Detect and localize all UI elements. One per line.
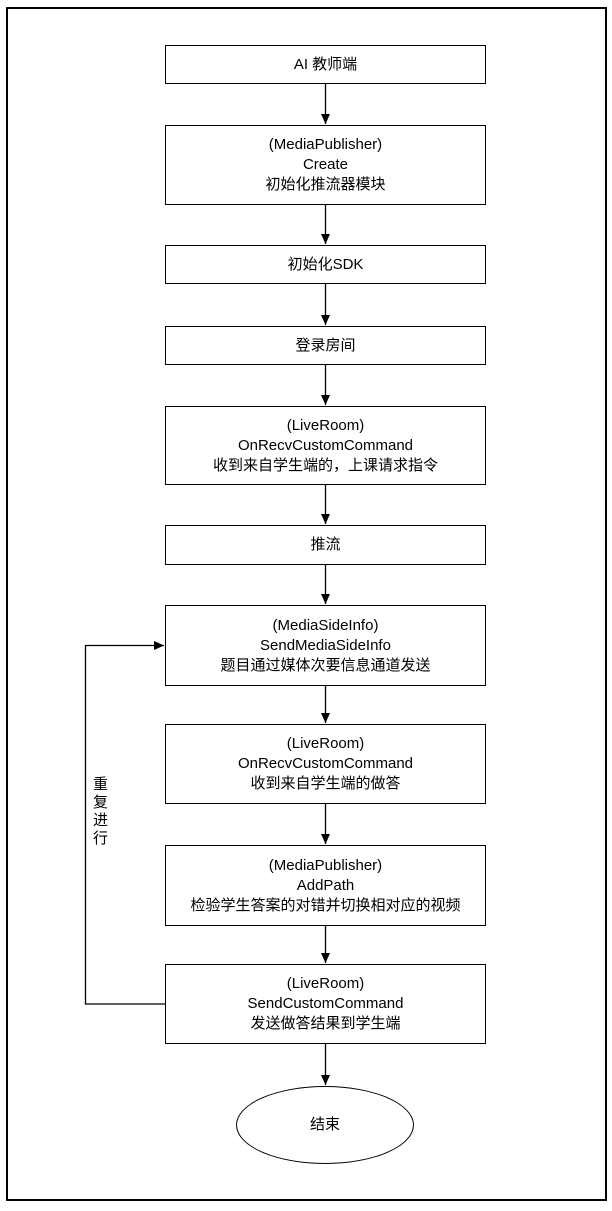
node-login-room-label: 登录房间 [295, 336, 356, 354]
node-add-path-label: (MediaPublisher) AddPath 检验学生答案的对错并切换相对应… [190, 856, 461, 914]
node-end-terminal-label: 结束 [309, 1116, 340, 1133]
node-send-result: (LiveRoom) SendCustomCommand 发送做答结果到学生端 [165, 964, 486, 1044]
loop-repeat-label: 重复进行 [91, 776, 108, 848]
node-init-sdk: 初始化SDK [165, 245, 486, 284]
node-send-result-label: (LiveRoom) SendCustomCommand 发送做答结果到学生端 [247, 975, 404, 1032]
node-recv-class-request: (LiveRoom) OnRecvCustomCommand 收到来自学生端的，… [165, 406, 486, 485]
node-add-path: (MediaPublisher) AddPath 检验学生答案的对错并切换相对应… [165, 845, 486, 926]
node-ai-teacher-label: AI 教师端 [293, 55, 358, 73]
node-ai-teacher: AI 教师端 [165, 45, 486, 84]
diagram-border [6, 7, 607, 1201]
loop-back-arrow [84, 641, 165, 1005]
node-mediapublisher-create: (MediaPublisher) Create 初始化推流器模块 [165, 125, 486, 205]
node-push-stream-label: 推流 [310, 536, 341, 553]
node-recv-answer: (LiveRoom) OnRecvCustomCommand 收到来自学生端的做… [165, 724, 486, 804]
node-send-media-side-info: (MediaSideInfo) SendMediaSideInfo 题目通过媒体… [165, 605, 486, 686]
node-login-room: 登录房间 [165, 326, 486, 365]
node-init-sdk-label: 初始化SDK [287, 255, 364, 273]
node-push-stream: 推流 [165, 525, 486, 565]
node-end-terminal: 结束 [236, 1086, 414, 1164]
node-recv-answer-label: (LiveRoom) OnRecvCustomCommand 收到来自学生端的做… [237, 735, 414, 792]
node-send-media-side-info-label: (MediaSideInfo) SendMediaSideInfo 题目通过媒体… [220, 616, 431, 674]
node-mediapublisher-create-label: (MediaPublisher) Create 初始化推流器模块 [265, 136, 386, 193]
node-recv-class-request-label: (LiveRoom) OnRecvCustomCommand 收到来自学生端的，… [212, 416, 438, 474]
